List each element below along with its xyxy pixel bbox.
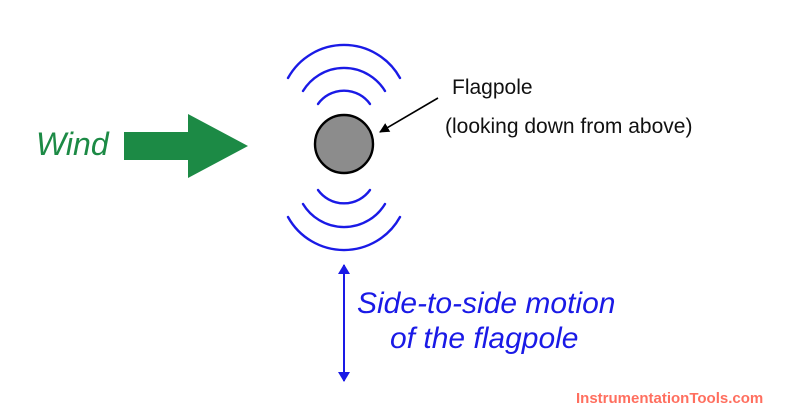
wind-label: Wind (36, 126, 109, 162)
vibration-arc-top-outer (286, 43, 402, 80)
vibration-arc-bottom-middle (301, 202, 387, 229)
flagpole-label: Flagpole (452, 76, 533, 99)
vibration-arc-top-inner (316, 89, 372, 106)
vibration-arcs-bottom (286, 188, 402, 252)
motion-label-line2: of the flagpole (390, 322, 579, 355)
flagpole-view-label: (looking down from above) (445, 115, 693, 138)
watermark: InstrumentationTools.com (576, 390, 764, 407)
wind-arrow (124, 114, 248, 178)
vibration-arc-bottom-outer (286, 215, 402, 252)
flagpole-circle (313, 113, 375, 175)
motion-label-line1: Side-to-side motion (357, 287, 616, 320)
flagpole-pointer (379, 97, 439, 133)
vibration-arc-top-middle (301, 66, 387, 93)
vibration-arc-bottom-inner (316, 188, 372, 205)
vibration-arcs-top (286, 43, 402, 106)
